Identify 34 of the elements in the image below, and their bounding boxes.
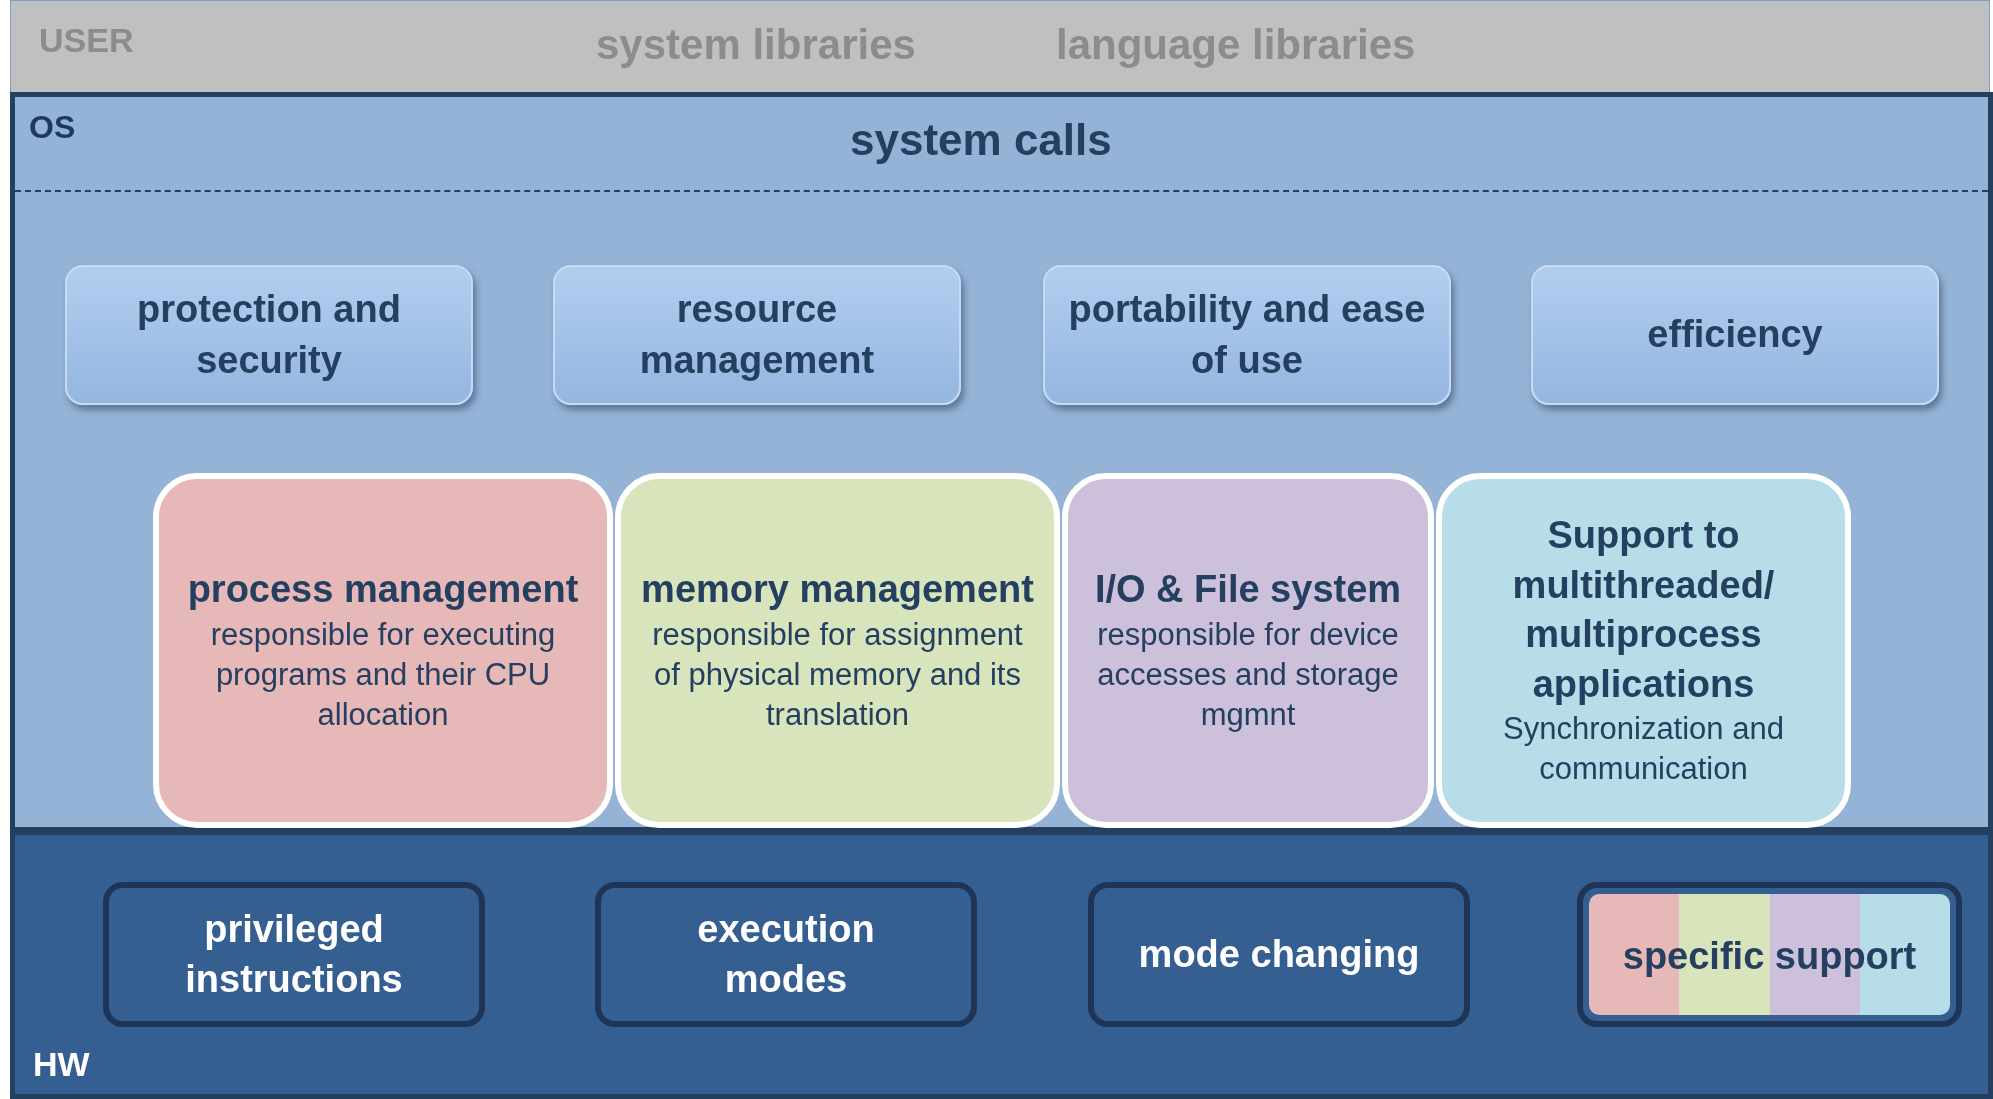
goal-box: [65, 265, 473, 405]
specific-support-box: [1577, 882, 1962, 1027]
specific-support-label: specific support: [1621, 935, 1918, 978]
hardware-feature-label: execution modes: [696, 907, 876, 1002]
function-description: Synchronization and communication: [1502, 710, 1785, 789]
hardware-feature-box: [595, 882, 977, 1027]
os-layer-band: [10, 92, 1993, 832]
function-description: responsible for assignment of physical memory and its translation: [651, 615, 1024, 735]
function-box: [153, 473, 613, 828]
goal-label: resource management: [638, 286, 876, 383]
function-title: memory management: [640, 567, 1035, 613]
goal-box: [1043, 265, 1451, 405]
hardware-feature-label: privileged instructions: [184, 907, 404, 1002]
function-description: responsible for executing programs and their CPU allocation: [209, 615, 557, 735]
goal-label: efficiency: [1646, 312, 1824, 358]
function-title: process management: [186, 567, 580, 613]
hw-layer-band: [10, 830, 1993, 1099]
goal-label: protection and security: [136, 286, 402, 383]
function-box: [1436, 473, 1851, 828]
layer-label: OS: [29, 109, 76, 146]
goal-box: [1531, 265, 1939, 405]
function-title: Support to multithreaded/ multiprocess applications: [1511, 513, 1776, 707]
layer-label: HW: [33, 1045, 90, 1084]
user-layer-band: [10, 0, 1990, 95]
hardware-feature-label: mode changing: [1137, 931, 1421, 977]
hardware-feature-box: [1088, 882, 1470, 1027]
goal-box: [553, 265, 961, 405]
goal-label: portability and ease of use: [1067, 286, 1427, 383]
function-title: I/O & File system: [1093, 567, 1403, 613]
function-box: [615, 473, 1060, 828]
hardware-feature-box: [103, 882, 485, 1027]
function-box: [1062, 473, 1434, 828]
function-description: responsible for device accesses and storage mgmnt: [1096, 615, 1400, 735]
system-calls-label: system calls: [850, 115, 1112, 165]
